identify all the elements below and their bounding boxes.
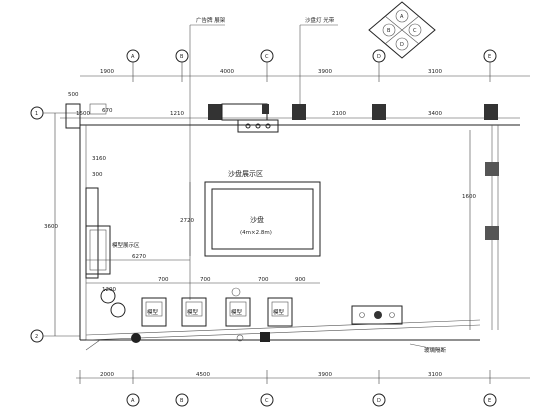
- sandtable-outer: [204, 181, 321, 257]
- top-axis-e: E: [488, 54, 491, 60]
- dim-6270: 6270: [132, 254, 146, 260]
- bottom-axis-b: B: [180, 398, 184, 404]
- callout-leaders: 广告牌 展架 沙盘灯 光带: [189, 16, 338, 300]
- sandtable-area-label: 沙盘展示区: [228, 169, 263, 178]
- model-box-2: [181, 297, 207, 327]
- sofa: 模型展示区 6270 300 3160: [85, 156, 190, 279]
- dim-700-a: 700: [158, 277, 169, 283]
- bottom-axis-c: C: [265, 398, 269, 404]
- dim-top-3: 3900: [318, 69, 332, 75]
- bottom-dimension: 2000 4500 3900 3100: [76, 370, 530, 384]
- second-dimension: 500 670 1500 1210 2100 3400: [60, 92, 520, 119]
- callout-left-text: 广告牌 展架: [196, 16, 226, 24]
- callout-right-text: 沙盘灯 光带: [305, 16, 335, 24]
- fixture-2: [260, 332, 270, 342]
- dim-700-c: 700: [258, 277, 269, 283]
- dim-1200: 1200: [102, 287, 116, 293]
- dim-700-b: 700: [200, 277, 211, 283]
- dim-2nd-3: 2100: [332, 111, 346, 117]
- dim-top-2: 4000: [220, 69, 234, 75]
- top-axis-markers: A B C D E: [126, 49, 497, 63]
- top-axis-d: D: [377, 54, 381, 60]
- left-axis-markers: 1 2 3600: [30, 106, 80, 343]
- dim-bottom-2: 4500: [196, 372, 210, 378]
- bottom-strip: 玻璃隔断: [85, 305, 447, 354]
- left-axis-1: 1: [35, 111, 38, 117]
- counter: [351, 305, 403, 325]
- left-axis-2: 2: [35, 334, 38, 340]
- top-axis-a: A: [131, 54, 135, 60]
- top-axis-b: B: [180, 54, 184, 60]
- dim-2nd-4: 3400: [428, 111, 442, 117]
- model-box-4-label: 模型: [273, 308, 285, 316]
- column-3: [372, 104, 386, 120]
- bottom-note: 玻璃隔断: [424, 346, 447, 354]
- dim-300: 300: [92, 172, 103, 178]
- model-box-3-label: 模型: [231, 308, 243, 316]
- plant-2: [110, 302, 126, 318]
- compass-d: D: [400, 42, 404, 48]
- dim-bottom-4: 3100: [428, 372, 442, 378]
- plant-1: [100, 288, 116, 304]
- top-axis-c: C: [265, 54, 269, 60]
- model-box-4: [267, 297, 293, 327]
- column-1: [208, 104, 222, 120]
- dim-bottom-1: 2000: [100, 372, 114, 378]
- fixture-1: [131, 333, 141, 343]
- sandtable-inner: [211, 188, 314, 250]
- model-box-1-label: 模型: [147, 308, 159, 316]
- dim-900: 900: [295, 277, 306, 283]
- sandtable-size: (4m×2.8m): [240, 230, 272, 236]
- bottom-axis-e: E: [488, 398, 491, 404]
- compass-b: B: [387, 28, 391, 34]
- model-box-2-label: 模型: [187, 308, 199, 316]
- dim-500: 500: [68, 92, 79, 98]
- dim-670: 670: [102, 108, 113, 114]
- column-r1: [485, 162, 499, 176]
- bottom-axis-markers: A B C D E: [126, 393, 497, 407]
- bottom-axis-a: A: [131, 398, 135, 404]
- top-columns: [65, 103, 498, 133]
- top-dimension: 1900 4000 3900 3100: [80, 62, 530, 82]
- sandtable-label: 沙盘: [250, 215, 264, 224]
- dim-left: 3600: [44, 224, 58, 230]
- compass-c: C: [413, 28, 417, 34]
- column-r2: [485, 226, 499, 240]
- dim-3160: 3160: [92, 156, 106, 162]
- model-row: 1200 700 700 700 900 模型 模型 模型 模型: [86, 277, 320, 327]
- column-2: [292, 104, 306, 120]
- dim-1600: 1600: [462, 194, 476, 200]
- sand-table: 沙盘展示区 沙盘 (4m×2.8m) 2720: [180, 169, 321, 257]
- model-box-3: [225, 297, 251, 327]
- dim-top-1: 1900: [100, 69, 114, 75]
- bottom-axis-d: D: [377, 398, 381, 404]
- dim-2720: 2720: [180, 218, 194, 224]
- dim-2nd-2: 1210: [170, 111, 184, 117]
- dim-top-4: 3100: [428, 69, 442, 75]
- compass-a: A: [400, 14, 404, 20]
- right-columns: 1600: [462, 130, 499, 330]
- dim-2nd-1: 1500: [76, 111, 90, 117]
- model-display-label: 模型展示区: [112, 241, 140, 249]
- model-box-1: [141, 297, 167, 327]
- index-diamond: A B C D: [368, 1, 436, 59]
- column-4: [484, 104, 498, 120]
- dim-bottom-3: 3900: [318, 372, 332, 378]
